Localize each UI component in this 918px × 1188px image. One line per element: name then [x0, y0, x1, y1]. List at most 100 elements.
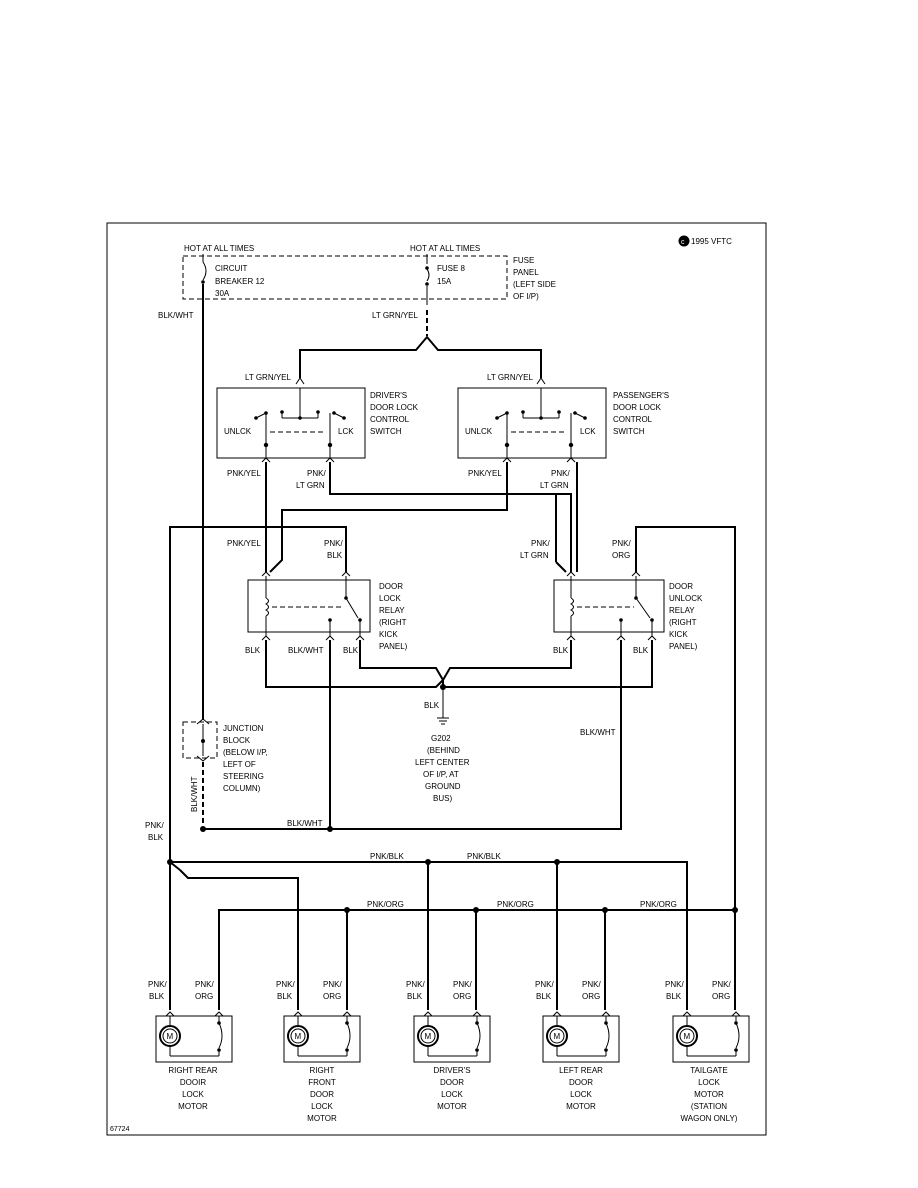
wire-label-pnk-blk-left-1: PNK/ — [145, 821, 164, 830]
wire-label-pnk-blk-bus-1: PNK/BLK — [370, 852, 404, 861]
driver-switch-internals — [254, 388, 346, 458]
wire-label-pnk-org-relay-2: ORG — [612, 551, 630, 560]
hot-at-all-times-right: HOT AT ALL TIMES — [410, 244, 480, 253]
motor-label-line: DOOIR — [180, 1078, 206, 1087]
wire-label-blk-unlock-1: BLK — [553, 646, 569, 655]
svg-text:(LEFT SIDE: (LEFT SIDE — [513, 280, 556, 289]
ground-label: G202 (BEHIND LEFT CENTER OF I/P, AT GROU… — [415, 734, 470, 803]
passenger-switch-label: PASSENGER'S DOOR LOCK CONTROL SWITCH — [613, 391, 669, 436]
motor-unit-5: PNK/BLKPNK/ORGMTAILGATELOCKMOTOR(STATION… — [665, 980, 750, 1123]
svg-text:FUSE 8: FUSE 8 — [437, 264, 466, 273]
svg-text:GROUND: GROUND — [425, 782, 461, 791]
copyright-c-icon: c — [681, 239, 685, 246]
passenger-unlock-label: UNLCK — [465, 427, 493, 436]
motor-label-line: MOTOR — [307, 1114, 337, 1123]
motor-box — [155, 1015, 233, 1063]
lock-relay-box — [247, 579, 371, 633]
unlock-relay-internals — [570, 576, 654, 636]
motor-pnk-blk-label-1: PNK/ — [276, 980, 295, 989]
motor-pnk-org-label-2: ORG — [582, 992, 600, 1001]
svg-text:(RIGHT: (RIGHT — [379, 618, 407, 627]
wire-lt-grn-yel-split — [299, 335, 542, 378]
wire-pnk-blk-tailgate — [557, 861, 688, 1010]
wire-pnk-org-feed — [635, 526, 736, 910]
wire-label-pnk-lt-grn-relay-2: LT GRN — [520, 551, 549, 560]
passenger-switch-box — [457, 387, 607, 459]
motor-label-line: RIGHT — [310, 1066, 335, 1075]
junction-block-box — [182, 721, 218, 759]
driver-lock-label: LCK — [338, 427, 354, 436]
fuse-panel-box — [182, 255, 508, 300]
svg-text:COLUMN): COLUMN) — [223, 784, 261, 793]
motor-connector-icon — [165, 1011, 224, 1017]
svg-text:RELAY: RELAY — [669, 606, 695, 615]
hot-at-all-times-left: HOT AT ALL TIMES — [184, 244, 254, 253]
motor-label-line: LEFT REAR — [559, 1066, 603, 1075]
motor-pnk-blk-label-2: BLK — [407, 992, 423, 1001]
copyright-text: 1995 VFTC — [691, 237, 732, 246]
unlock-relay-label: DOOR UNLOCK RELAY (RIGHT KICK PANEL) — [669, 582, 703, 651]
motor-label-line: LOCK — [698, 1078, 720, 1087]
figure-id: 67724 — [110, 1126, 130, 1133]
wire-label-blk-wht-unlock: BLK/WHT — [580, 728, 616, 737]
svg-text:DRIVER'S: DRIVER'S — [370, 391, 407, 400]
wire-label-pnk-blk-relay-2: BLK — [327, 551, 343, 560]
motor-pnk-blk-label-2: BLK — [277, 992, 293, 1001]
motor-label-line: MOTOR — [178, 1102, 208, 1111]
wire-blk-wht-unlock-relay — [203, 640, 622, 830]
svg-text:(BELOW I/P,: (BELOW I/P, — [223, 748, 268, 757]
motor-connector-icon — [293, 1011, 352, 1017]
passenger-lock-label: LCK — [580, 427, 596, 436]
wire-label-lt-grn-yel-pass: LT GRN/YEL — [487, 373, 533, 382]
wire-pnk-blk-right-front — [179, 869, 299, 1010]
svg-text:KICK: KICK — [669, 630, 688, 639]
wire-pnk-blk-feed — [169, 526, 347, 862]
wire-label-blk-ground: BLK — [424, 701, 440, 710]
wire-label-pnk-yel-driver: PNK/YEL — [227, 469, 261, 478]
copyright-mark: c 1995 VFTC — [678, 235, 732, 247]
passenger-switch-internals — [495, 388, 587, 458]
motor-label-line: MOTOR — [566, 1102, 596, 1111]
svg-text:OF I/P): OF I/P) — [513, 292, 539, 301]
motor-label-line: FRONT — [308, 1078, 336, 1087]
circuit-breaker-icon — [201, 254, 207, 284]
svg-text:RELAY: RELAY — [379, 606, 405, 615]
wire-label-blk-lock-2: BLK — [343, 646, 359, 655]
wire-label-pnk-org-bus-2: PNK/ORG — [497, 900, 534, 909]
motor-label-line: RIGHT REAR — [168, 1066, 217, 1075]
unlock-relay-box — [553, 579, 665, 633]
driver-switch-label: DRIVER'S DOOR LOCK CONTROL SWITCH — [370, 391, 419, 436]
svg-text:30A: 30A — [215, 289, 230, 298]
motor-pnk-org-label-2: ORG — [453, 992, 471, 1001]
motor-pnk-org-label-1: PNK/ — [453, 980, 472, 989]
motor-pnk-blk-label-1: PNK/ — [406, 980, 425, 989]
wire-label-pnk-lt-grn-driver-1: PNK/ — [307, 469, 326, 478]
wire-label-blk-wht-lock: BLK/WHT — [288, 646, 324, 655]
wire-label-blk-lock-1: BLK — [245, 646, 261, 655]
wire-label-pnk-lt-grn-pass-1: PNK/ — [551, 469, 570, 478]
motor-label-line: LOCK — [570, 1090, 592, 1099]
svg-text:DOOR LOCK: DOOR LOCK — [370, 403, 419, 412]
motor-label-line: LOCK — [441, 1090, 463, 1099]
svg-text:DOOR: DOOR — [379, 582, 403, 591]
motor-pnk-blk-label-1: PNK/ — [665, 980, 684, 989]
motor-pnk-org-label-1: PNK/ — [195, 980, 214, 989]
motor-label-line: TAILGATE — [690, 1066, 728, 1075]
wire-pnk-blk-bus — [170, 861, 558, 1010]
svg-text:LOCK: LOCK — [379, 594, 401, 603]
junction-connector-icon — [196, 718, 210, 762]
svg-text:FUSE: FUSE — [513, 256, 534, 265]
fuse-label: FUSE 8 15A — [437, 264, 466, 286]
svg-text:CIRCUIT: CIRCUIT — [215, 264, 248, 273]
svg-text:SWITCH: SWITCH — [613, 427, 645, 436]
motor-label-line: DOOR — [440, 1078, 464, 1087]
svg-text:PANEL: PANEL — [513, 268, 539, 277]
wire-label-blk-unlock-2: BLK — [633, 646, 649, 655]
svg-text:KICK: KICK — [379, 630, 398, 639]
wire-label-pnk-blk-left-2: BLK — [148, 833, 164, 842]
junction-block-label: JUNCTION BLOCK (BELOW I/P, LEFT OF STEER… — [223, 724, 268, 793]
switch-to-relay-wires — [265, 462, 578, 573]
motor-label-line: MOTOR — [694, 1090, 724, 1099]
